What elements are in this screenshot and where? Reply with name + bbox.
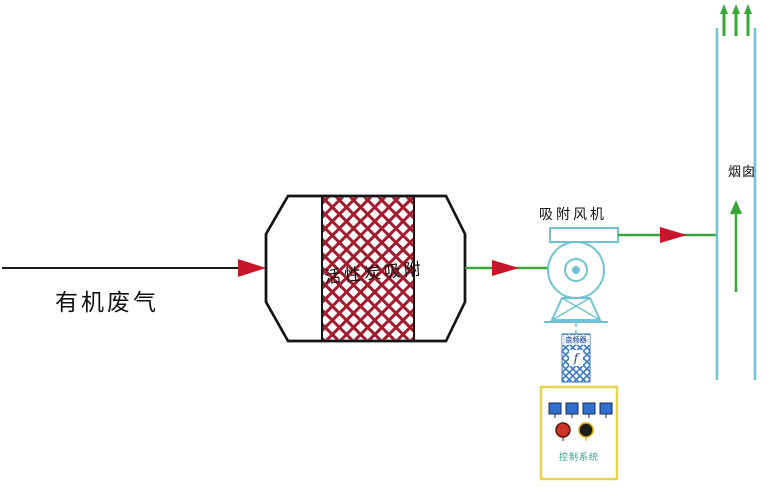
indicator-light-dark: [578, 422, 594, 438]
flow-arrow-icon: [660, 227, 687, 243]
indicator-light-red: [555, 422, 571, 438]
fan-outlet-duct: [549, 227, 619, 243]
control-system-label: 控制系统: [558, 453, 599, 463]
fan-icon: [544, 227, 619, 323]
adsorber-vessel-outline: [264, 194, 467, 343]
chimney-label: 烟囱: [728, 165, 757, 180]
flow-arrow-icon: [492, 260, 519, 276]
fan-stand-brace: [551, 297, 591, 321]
stack-flow-arrowhead: [730, 200, 742, 214]
flow-arrow-icon: [238, 259, 266, 277]
fan-stand-brace: [561, 297, 601, 321]
indicator-square: [565, 402, 579, 415]
fan-stand: [550, 297, 602, 321]
fan-label: 吸附风机: [539, 207, 607, 223]
indicator-square: [582, 402, 596, 415]
fan-shaft: [572, 266, 580, 274]
frequency-symbol: f: [569, 350, 583, 366]
inverter-label: 变频器: [562, 335, 590, 345]
inlet-gas-label: 有机废气: [55, 290, 159, 316]
indicator-square: [599, 402, 613, 415]
indicator-square: [548, 402, 562, 415]
exhaust-arrows-icon: [720, 4, 752, 36]
chimney: [715, 4, 757, 380]
control-cabinet: [539, 385, 619, 481]
carbon-bed-hatch: [322, 197, 414, 340]
